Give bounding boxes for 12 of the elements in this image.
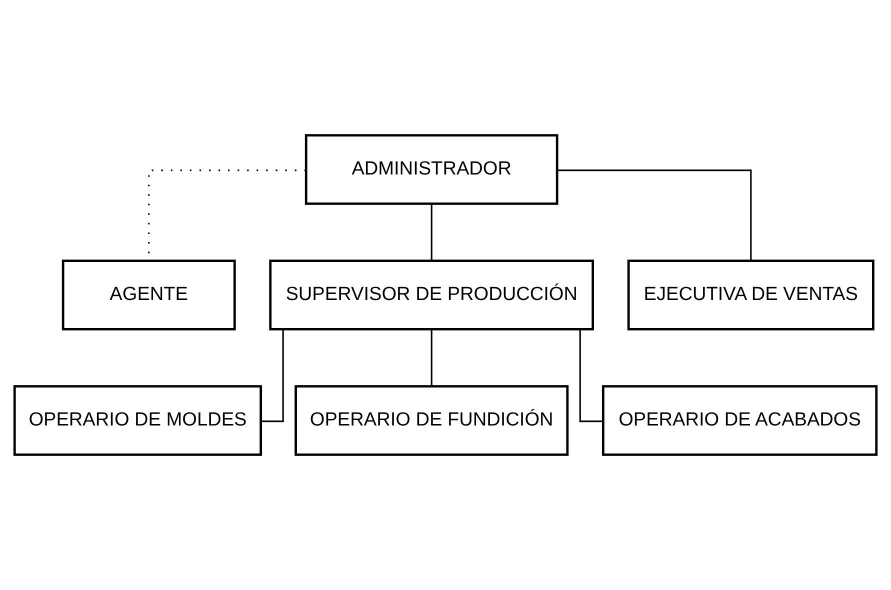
connector <box>557 170 752 260</box>
node-box: ADMINISTRADOR <box>304 134 558 205</box>
node-box: OPERARIO DE MOLDES <box>13 385 262 456</box>
connector <box>261 330 284 422</box>
node-box: AGENTE <box>62 260 236 330</box>
connector <box>430 204 432 261</box>
node-box: OPERARIO DE FUNDICIÓN <box>294 385 569 456</box>
connector <box>579 330 603 422</box>
node-box: SUPERVISOR DE PRODUCCIÓN <box>269 260 594 330</box>
connector <box>430 329 432 386</box>
node-box: EJECUTIVA DE VENTAS <box>627 260 874 330</box>
node-box: OPERARIO DE ACABADOS <box>602 385 878 456</box>
